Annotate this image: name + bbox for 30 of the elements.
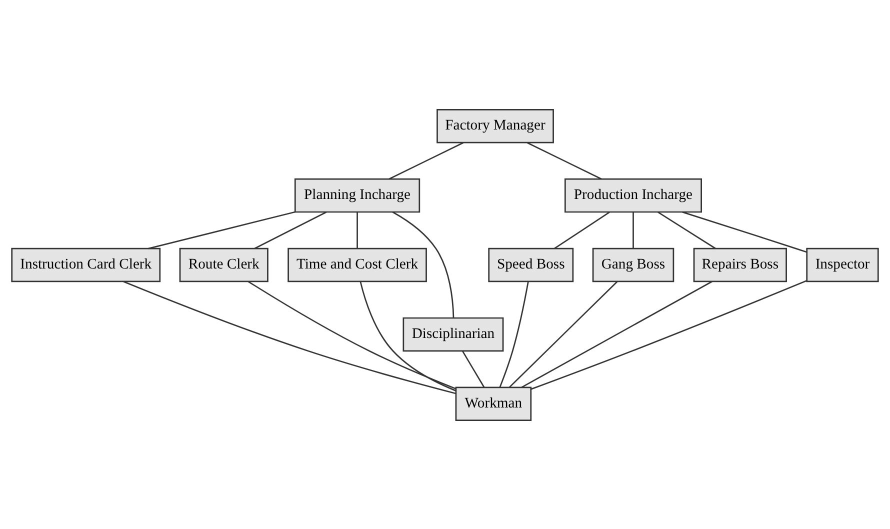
node-box: Speed Boss — [488, 247, 574, 282]
node-box: Route Clerk — [179, 247, 268, 282]
connector — [682, 210, 807, 252]
connector — [392, 210, 454, 318]
node-box: Disciplinarian — [402, 316, 504, 352]
connector — [248, 280, 456, 389]
node-box: Repairs Boss — [693, 247, 787, 282]
connector — [554, 211, 610, 249]
connector — [360, 280, 456, 391]
connector — [508, 280, 618, 388]
node-box: Inspector — [806, 247, 879, 282]
connector — [658, 211, 716, 249]
node-box: Production Incharge — [564, 178, 702, 212]
connector — [462, 350, 485, 388]
node-box: Gang Boss — [592, 247, 674, 282]
node-box: Workman — [455, 386, 532, 421]
connector — [254, 211, 327, 249]
connector — [148, 210, 296, 249]
connector — [530, 280, 807, 390]
node-box: Instruction Card Clerk — [11, 247, 161, 282]
connector — [632, 212, 634, 248]
connector — [123, 280, 456, 394]
connector — [499, 281, 529, 388]
node-box: Time and Cost Clerk — [288, 247, 427, 282]
connector — [356, 212, 358, 248]
node-box: Planning Incharge — [294, 178, 420, 212]
node-box: Factory Manager — [436, 108, 554, 143]
connector — [526, 142, 602, 180]
connector — [521, 280, 712, 388]
connector — [388, 142, 464, 180]
